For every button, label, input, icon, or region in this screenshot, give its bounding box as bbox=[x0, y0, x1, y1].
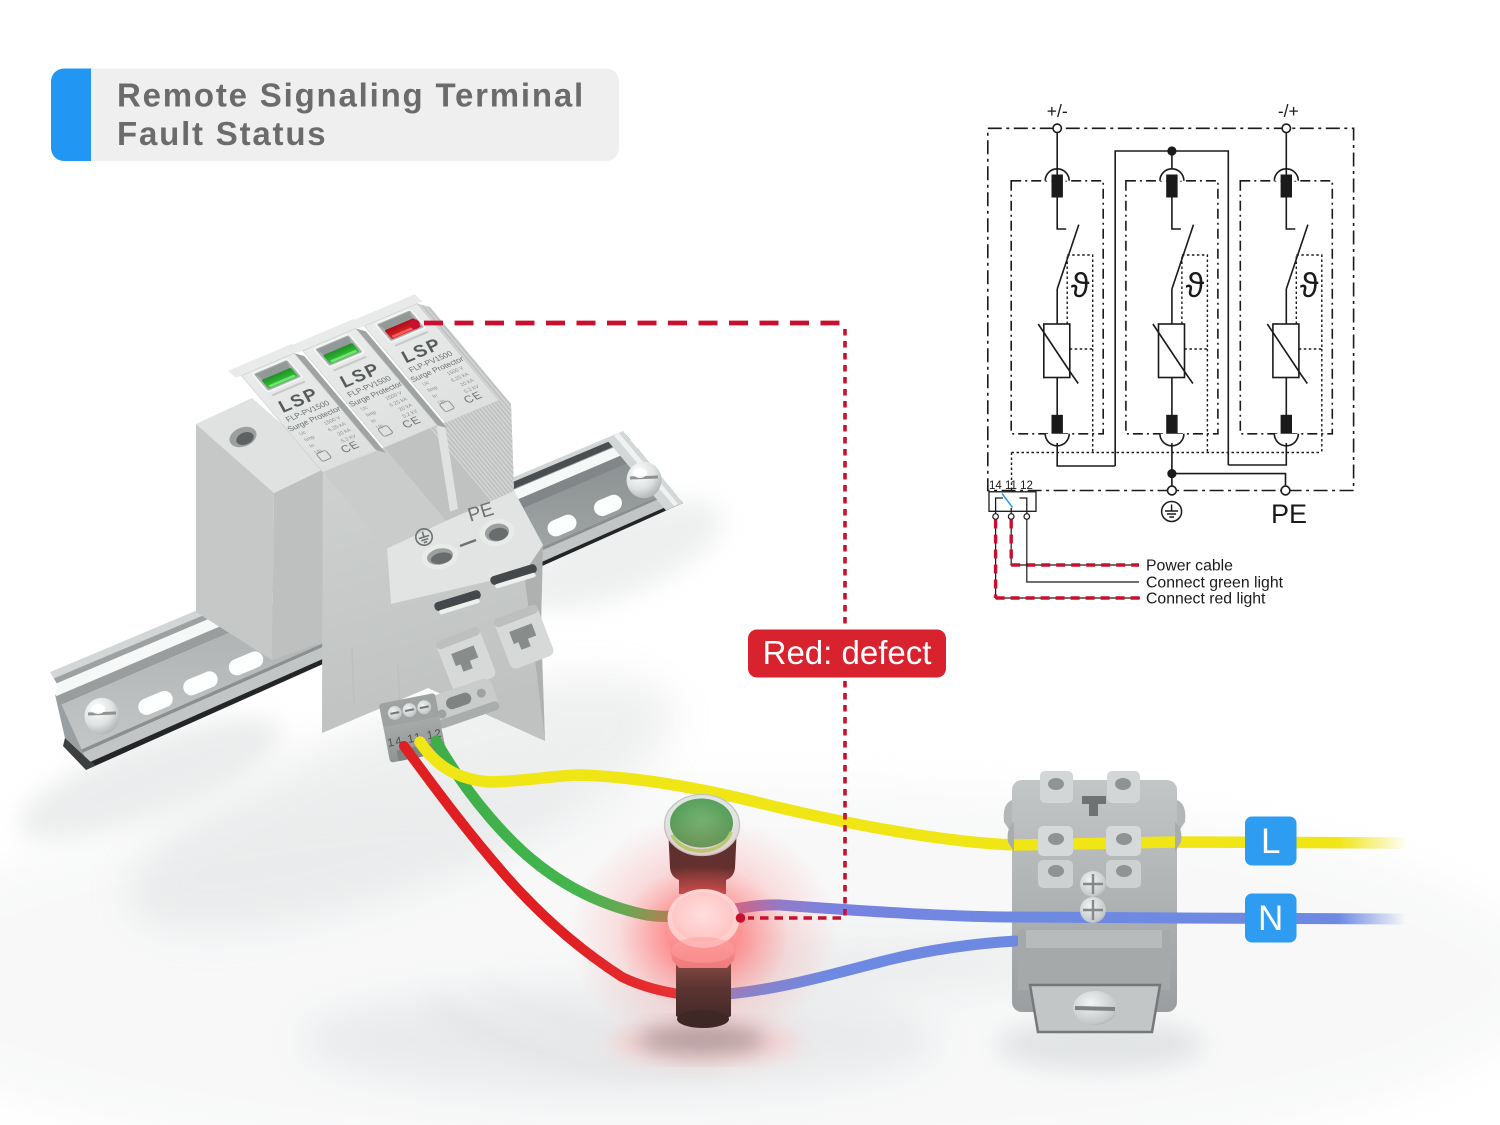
svg-text:Up: Up bbox=[314, 448, 324, 455]
svg-text:Fault Status: Fault Status bbox=[117, 115, 327, 152]
svg-text:-/+: -/+ bbox=[1278, 101, 1299, 121]
svg-text:Connect red light: Connect red light bbox=[1146, 591, 1266, 608]
svg-text:Uc: Uc bbox=[298, 430, 308, 437]
svg-text:+/-: +/- bbox=[1047, 101, 1068, 121]
svg-text:Power cable: Power cable bbox=[1146, 558, 1233, 575]
svg-text:5.2 kV: 5.2 kV bbox=[463, 384, 481, 395]
svg-text:6.25 kA: 6.25 kA bbox=[450, 372, 471, 384]
svg-text:ϑ: ϑ bbox=[1300, 267, 1319, 305]
svg-text:PE: PE bbox=[1271, 499, 1307, 529]
svg-text:Connect green light: Connect green light bbox=[1146, 575, 1284, 592]
svg-text:Up: Up bbox=[375, 423, 385, 430]
svg-text:14 11 12: 14 11 12 bbox=[989, 480, 1033, 492]
svg-text:5.2 kV: 5.2 kV bbox=[401, 409, 419, 420]
svg-text:Iimp: Iimp bbox=[303, 435, 316, 444]
svg-text:ϑ: ϑ bbox=[1071, 267, 1090, 305]
svg-text:Red: defect: Red: defect bbox=[763, 634, 932, 671]
svg-text:20 kA: 20 kA bbox=[398, 403, 415, 413]
svg-text:20 kA: 20 kA bbox=[336, 427, 353, 437]
svg-text:In: In bbox=[431, 393, 439, 399]
svg-text:N: N bbox=[1258, 899, 1283, 938]
svg-text:1500 V: 1500 V bbox=[446, 366, 466, 377]
svg-text:Remote Signaling Terminal: Remote Signaling Terminal bbox=[117, 77, 585, 114]
svg-text:1500 V: 1500 V bbox=[384, 390, 404, 401]
svg-text:6.25 kA: 6.25 kA bbox=[388, 397, 409, 409]
svg-text:In: In bbox=[370, 418, 378, 424]
svg-text:6.25 kA: 6.25 kA bbox=[327, 421, 348, 433]
svg-text:1500 V: 1500 V bbox=[323, 415, 343, 426]
svg-text:In: In bbox=[308, 443, 316, 449]
svg-text:L: L bbox=[1261, 822, 1280, 861]
svg-text:ϑ: ϑ bbox=[1186, 267, 1205, 305]
svg-text:Uc: Uc bbox=[360, 405, 370, 412]
svg-text:5.2 kV: 5.2 kV bbox=[340, 434, 358, 445]
svg-text:Uc: Uc bbox=[421, 380, 431, 387]
svg-text:20 kA: 20 kA bbox=[459, 378, 476, 388]
svg-text:Iimp: Iimp bbox=[365, 410, 378, 419]
svg-text:Up: Up bbox=[437, 399, 447, 406]
svg-text:Iimp: Iimp bbox=[426, 385, 439, 394]
